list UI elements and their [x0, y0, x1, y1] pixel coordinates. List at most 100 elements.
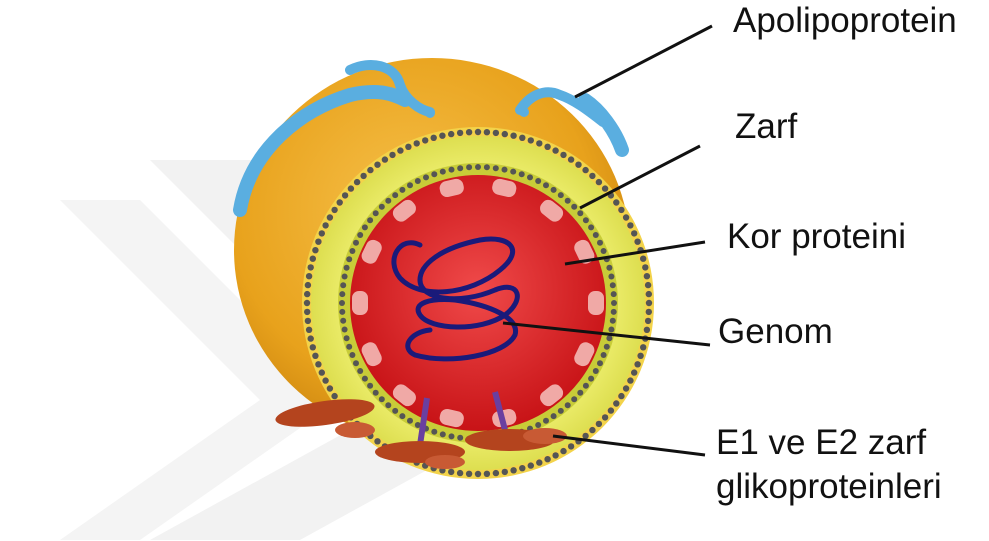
lipid-head	[431, 171, 437, 177]
lipid-head	[544, 456, 550, 462]
lipid-head	[640, 344, 646, 350]
lipid-head	[551, 187, 557, 193]
lipid-head	[565, 402, 571, 408]
lipid-head	[568, 156, 574, 162]
lipid-head	[310, 344, 316, 350]
lipid-head	[322, 222, 328, 228]
lipid-head	[608, 274, 614, 280]
lipid-head	[308, 335, 314, 341]
label-kor-proteini: Kor proteini	[727, 218, 906, 256]
lipid-head	[312, 247, 318, 253]
lipid-head	[439, 133, 445, 139]
lipid-head	[374, 438, 380, 444]
lipid-head	[571, 396, 577, 402]
lipid-head	[528, 462, 534, 468]
lipid-head	[493, 130, 499, 136]
lipid-head	[431, 429, 437, 435]
lipid-head	[493, 470, 499, 476]
lipid-head	[608, 407, 614, 413]
lipid-head	[304, 309, 310, 315]
lipid-head	[560, 448, 566, 454]
lipid-head	[565, 198, 571, 204]
lipid-head	[322, 377, 328, 383]
lipid-head	[342, 192, 348, 198]
lipid-head	[627, 377, 633, 383]
lipid-head	[423, 174, 429, 180]
lipid-head	[588, 224, 594, 230]
lipid-head	[353, 240, 359, 246]
lipid-head	[339, 300, 345, 306]
lipid-head	[415, 178, 421, 184]
lipid-head	[631, 230, 637, 236]
lipid-head	[362, 376, 368, 382]
lipid-head	[348, 185, 354, 191]
lipid-head	[645, 318, 651, 324]
lipid-head	[382, 156, 388, 162]
lipid-head	[589, 427, 595, 433]
lipid-head	[367, 217, 373, 223]
lipid-head	[582, 433, 588, 439]
lipid-head	[611, 300, 617, 306]
lipid-head	[593, 368, 599, 374]
lipid-head	[373, 390, 379, 396]
lipid-head	[457, 435, 463, 441]
lipid-head	[392, 192, 398, 198]
lipid-head	[339, 291, 345, 297]
lipid-head	[527, 174, 533, 180]
lipid-head	[552, 147, 558, 153]
lipid-head	[449, 433, 455, 439]
lipid-head	[344, 335, 350, 341]
lipid-head	[602, 414, 608, 420]
lipid-head	[407, 182, 413, 188]
lipid-head	[593, 232, 599, 238]
lipid-head	[308, 264, 314, 270]
lipid-head	[448, 469, 454, 475]
lipid-head	[519, 171, 525, 177]
lipid-head	[475, 164, 481, 170]
lipid-head	[608, 327, 614, 333]
lipid-head	[558, 408, 564, 414]
lipid-head	[640, 256, 646, 262]
lipid-head	[344, 265, 350, 271]
lipid-head	[558, 192, 564, 198]
label-zarf: Zarf	[735, 108, 797, 146]
lipid-head	[431, 135, 437, 141]
lipid-head	[596, 179, 602, 185]
lipid-head	[646, 300, 652, 306]
lipid-head	[306, 273, 312, 279]
lipid-head	[611, 309, 617, 315]
lipid-head	[536, 140, 542, 146]
lipid-head	[484, 129, 490, 135]
lipid-head	[535, 422, 541, 428]
lipid-head	[613, 199, 619, 205]
lipid-head	[312, 353, 318, 359]
lipid-head	[502, 131, 508, 137]
lipid-head	[502, 167, 508, 173]
lipid-head	[642, 264, 648, 270]
lipid-head	[623, 214, 629, 220]
lipid-head	[644, 273, 650, 279]
lipid-head	[449, 167, 455, 173]
lipid-head	[623, 385, 629, 391]
lipid-head	[568, 443, 574, 449]
lipid-head	[627, 222, 633, 228]
lipid-head	[331, 207, 337, 213]
lipid-head	[457, 470, 463, 476]
lipid-head	[484, 164, 490, 170]
lipid-head	[373, 210, 379, 216]
lipid-head	[331, 393, 337, 399]
lipid-head	[583, 217, 589, 223]
lipid-head	[389, 152, 395, 158]
lipid-head	[367, 167, 373, 173]
lipid-head	[310, 256, 316, 262]
lipid-head	[367, 383, 373, 389]
lipid-head	[577, 210, 583, 216]
lipid-head	[588, 376, 594, 382]
lipid-head	[440, 431, 446, 437]
lipid-head	[552, 452, 558, 458]
lipid-head	[304, 291, 310, 297]
lipid-head	[646, 291, 652, 297]
lipid-head	[362, 224, 368, 230]
lipid-head	[385, 402, 391, 408]
lipid-head	[637, 353, 643, 359]
